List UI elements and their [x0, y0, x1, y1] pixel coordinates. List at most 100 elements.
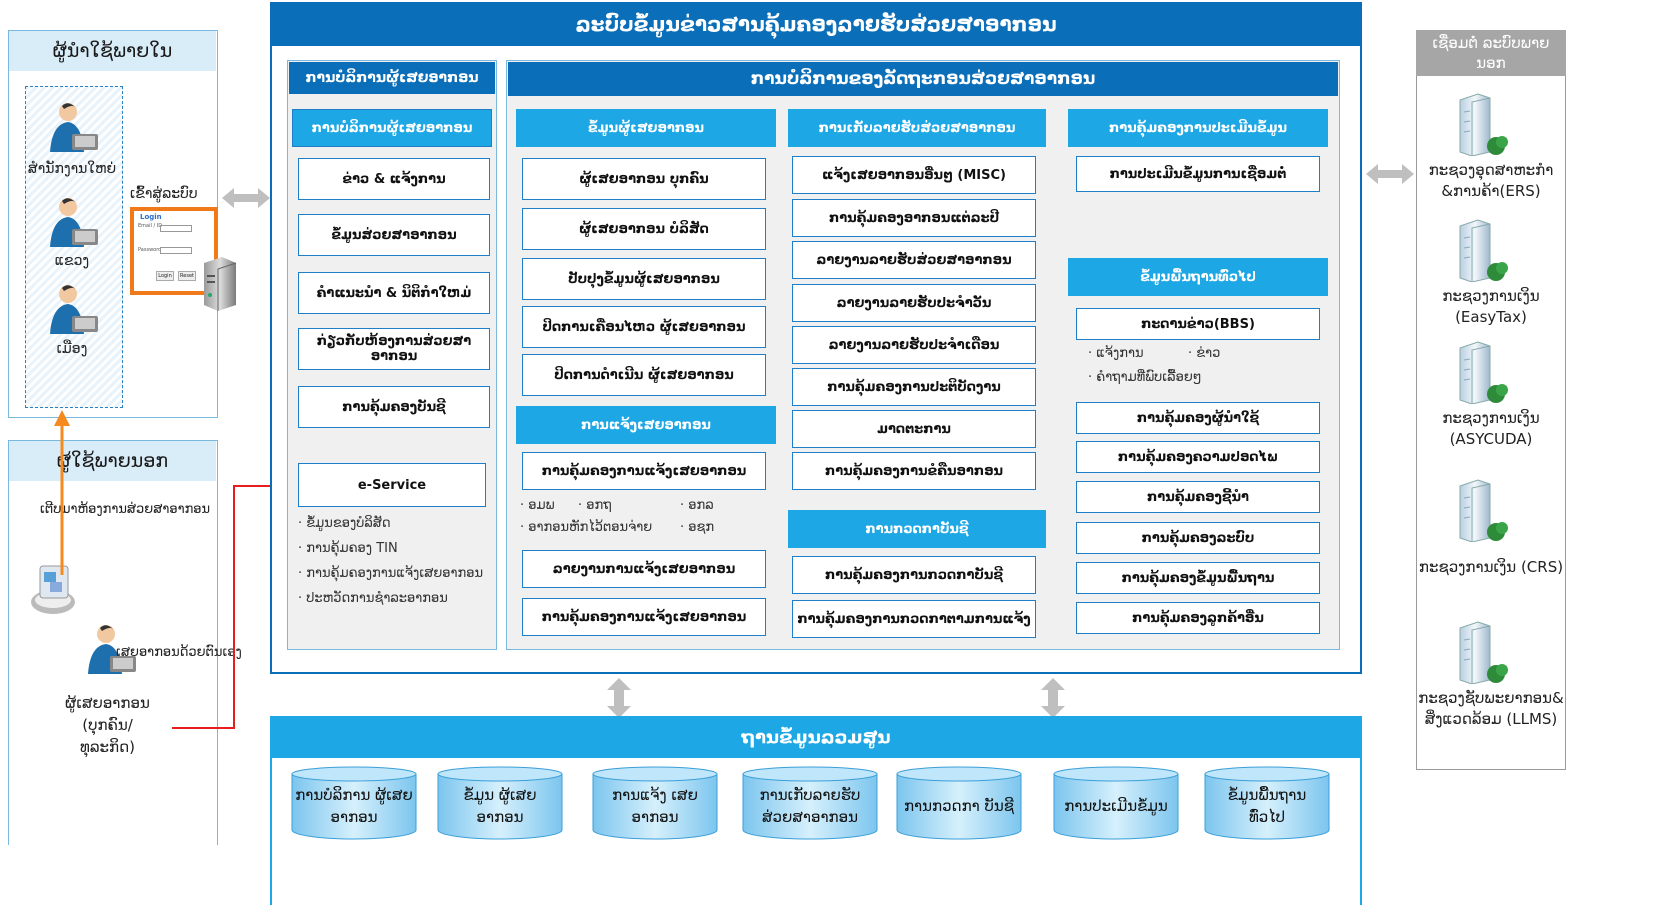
declaration-report-box[interactable]: ລາຍງານການແຈ້ງເສຍອາກອນ	[522, 550, 766, 588]
customer-box[interactable]: ການຄຸ້ມຄອງລູກຄ້າອື່ນ	[1076, 602, 1320, 634]
bbs-note: · ຄຳຖາມທີ່ພົບເລື້ອຍໆ	[1088, 370, 1202, 385]
revenue-report-box[interactable]: ລາຍງານລາຍຮັບສ່ວຍສາອາກອນ	[792, 241, 1036, 279]
database-cylinder: ການປະເມີນຂໍ້ມູນ	[1053, 766, 1179, 840]
eservice-item: · ປະຫວັດການຊຳລະອາກອນ	[298, 591, 448, 606]
declaration-management-box-2[interactable]: ການຄຸ້ມຄອງການແຈ້ງເສຍອາກອນ	[522, 598, 766, 636]
declaration-note-label: ອາກອນຫັກໄວ້ຕອນຈ່າຍ	[528, 520, 653, 535]
about-office-box[interactable]: ກ່ຽວກັບຫ້ອງການສ່ວຍສາອາກອນ	[298, 328, 490, 370]
declaration-note: · ອມພ	[520, 498, 555, 513]
login-field-label: Password	[138, 247, 162, 253]
declaration-management-box[interactable]: ການຄຸ້ມຄອງການແຈ້ງເສຍອາກອນ	[522, 452, 766, 490]
declaration-note-label: ອກລ	[688, 498, 714, 513]
link-arrow	[222, 186, 270, 210]
refund-box[interactable]: ການຄຸ້ມຄອງການຂໍຄືນອາກອນ	[792, 452, 1036, 490]
server-icon	[200, 255, 238, 311]
tax-info-box[interactable]: ຂໍ້ມູນສ່ວຍສາອາກອນ	[298, 214, 490, 256]
external-system-label: ກະຊວງອຸດສາຫະກຳ &ການຄ້າ(ERS)	[1428, 161, 1554, 200]
monthly-report-box[interactable]: ລາຍງານລາຍຮັບປະຈຳເດືອນ	[792, 326, 1036, 364]
link-arrow	[1040, 678, 1066, 718]
database-cylinder-label: ການແຈ້ງ ເສຍອາກອນ	[612, 786, 698, 826]
declaration-note: · ອຊກ	[680, 520, 715, 535]
database-cylinder-label: ຂໍ້ມູນ ຜູ້ເສຍອາກອນ	[463, 786, 537, 826]
external-users-title: ຜູ້ໃຊ້ພາຍນອກ	[9, 441, 216, 481]
external-system-label: ກະຊວງການເງິນ (EasyTax)	[1442, 287, 1540, 326]
connection-assessment-box[interactable]: ການປະເມີນຂໍ້ມູນການເຊື່ອມຕໍ່	[1076, 156, 1320, 192]
taxpayer-info-header: ຂໍ້ມູນຜູ້ເສຍອາກອນ	[516, 109, 776, 147]
reset-button[interactable]: Reset	[178, 271, 196, 281]
system-management-box[interactable]: ການຄຸ້ມຄອງລະບົບ	[1076, 522, 1320, 554]
login-id-field[interactable]	[160, 225, 192, 232]
company-taxpayer-box[interactable]: ຜູ້ເສຍອາກອນ ບໍລິສັດ	[522, 208, 766, 250]
account-management-box[interactable]: ການຄຸ້ມຄອງບັນຊີ	[298, 386, 490, 428]
declaration-note-label: ອກຖ	[586, 498, 612, 513]
news-box[interactable]: ຂ່າວ & ແຈ້ງການ	[298, 158, 490, 200]
bbs-note: · ຂ່າວ	[1188, 346, 1221, 361]
database-cylinder: ຂໍ້ມູນພື້ນຖານ ທົ່ວໄປ	[1204, 766, 1330, 840]
update-taxpayer-box[interactable]: ປັບປຸງຂໍ້ມູນຜູ້ເສຍອາກອນ	[522, 258, 766, 300]
taxpayer-service-box[interactable]: ການບໍລິການຜູ້ເສຍອາກອນ	[292, 109, 492, 147]
eservice-item: · ການຄຸ້ມຄອງ TIN	[298, 541, 398, 556]
suspend-taxpayer-box[interactable]: ປິດການເຄື່ອນໄຫວ ຜູ້ເສຍອາກອນ	[522, 306, 766, 348]
database-cylinder-label: ການກວດກາ ບັນຊີ	[903, 797, 1015, 815]
login-password-field[interactable]	[160, 247, 192, 254]
eservice-item-label: ການຄຸ້ມຄອງ TIN	[306, 541, 398, 556]
login-button[interactable]: Login	[156, 271, 174, 281]
database-cylinder: ການແຈ້ງ ເສຍອາກອນ	[592, 766, 718, 840]
annual-tax-box[interactable]: ການຄຸ້ມຄອງອາກອນແຕ່ລະປີ	[792, 199, 1036, 237]
close-taxpayer-box[interactable]: ປິດການດຳເນີນ ຜູ້ເສຍອາກອນ	[522, 354, 766, 396]
building-icon	[1456, 478, 1512, 543]
internal-users-title: ຜູ້ນຳໃຊ້ພາຍໃນ	[9, 31, 216, 71]
login-form-icon[interactable]: Login Email / ID Password Login Reset	[130, 207, 218, 295]
external-systems-title: ເຊື່ອມຕໍ່ ລະບົບພາຍນອກ	[1416, 30, 1566, 76]
misc-declaration-box[interactable]: ແຈ້ງເສຍອາກອນອື່ນໆ (MISC)	[792, 156, 1036, 194]
flow-arrow	[52, 410, 72, 575]
eservice-item-label: ຂໍ້ມູນຂອງບໍລິສັດ	[306, 516, 391, 531]
audit-declaration-box[interactable]: ການຄຸ້ມຄອງການກວດກາຕາມການແຈ້ງ	[792, 600, 1036, 638]
guidance-management-box[interactable]: ການຄຸ້ມຄອງຊີ້ນຳ	[1076, 481, 1320, 513]
internal-user-province: ແຂວງ	[54, 253, 90, 269]
measures-box[interactable]: ມາດຕະການ	[792, 410, 1036, 448]
database-title: ຖານຂໍ້ມູນລວມສູນ	[270, 716, 1362, 758]
eservice-box[interactable]: e-Service	[298, 463, 486, 507]
assessment-header: ການຄຸ້ມຄອງການປະເມີນຂໍ້ມູນ	[1068, 109, 1328, 147]
individual-taxpayer-box[interactable]: ຜູ້ເສຍອາກອນ ບຸກຄົນ	[522, 158, 766, 200]
eservice-item: · ການຄຸ້ມຄອງການແຈ້ງເສຍອາກອນ	[298, 566, 484, 581]
database-cylinder: ການເກັບລາຍຮັບ ສ່ວຍສາອາກອນ	[742, 766, 878, 840]
main-system-title: ລະບົບຂໍ້ມູນຂ່າວສານຄຸ້ມຄອງລາຍຮັບສ່ວຍສາອາກ…	[270, 2, 1362, 46]
database-cylinder-label: ການເກັບລາຍຮັບ ສ່ວຍສາອາກອນ	[759, 786, 861, 826]
eservice-item-label: ການຄຸ້ມຄອງການແຈ້ງເສຍອາກອນ	[306, 566, 484, 581]
bbs-note-label: ຄຳຖາມທີ່ພົບເລື້ອຍໆ	[1096, 370, 1202, 385]
operations-box[interactable]: ການຄຸ້ມຄອງການປະຕິບັດງານ	[792, 368, 1036, 406]
guidance-box[interactable]: ຄຳແນະນຳ & ນິຕິກຳໃຫມ່	[298, 272, 490, 314]
database-cylinder: ການກວດກາ ບັນຊີ	[896, 766, 1022, 840]
building-icon	[1456, 340, 1512, 405]
database-cylinder: ຂໍ້ມູນ ຜູ້ເສຍອາກອນ	[437, 766, 563, 840]
login-field-label: Email / ID	[138, 223, 163, 229]
external-system-label: ກະຊວງການເງິນ (CRS)	[1418, 557, 1564, 576]
self-tax-label: ເສຍອາກອນດ້ວຍຕົນເອງ	[116, 645, 242, 660]
daily-report-box[interactable]: ລາຍງານລາຍຮັບປະຈຳວັນ	[792, 284, 1036, 322]
general-info-header: ຂໍ້ມູນພື້ນຖານທົ່ວໄປ	[1068, 258, 1328, 296]
database-cylinder: ການບໍລິການ ຜູ້ເສຍອາກອນ	[291, 766, 417, 840]
bbs-box[interactable]: ກະດານຂ່າວ(BBS)	[1076, 308, 1320, 340]
audit-management-box[interactable]: ການຄຸ້ມຄອງການກວດກາບັນຊີ	[792, 556, 1036, 594]
security-box[interactable]: ການຄຸ້ມຄອງຄວາມປອດໄພ	[1076, 441, 1320, 473]
tax-declaration-header: ການແຈ້ງເສຍອາກອນ	[516, 406, 776, 444]
external-system-label: ກະຊວງຊັບພະຍາກອນ& ສິ່ງແວດລ້ອມ (LLMS)	[1418, 689, 1564, 728]
external-users-panel: ຜູ້ໃຊ້ພາຍນອກ	[8, 440, 218, 845]
link-arrow	[1366, 162, 1414, 186]
revenue-collection-header: ການເກັບລາຍຮັບສ່ວຍສາອາກອນ	[788, 109, 1046, 147]
building-icon	[1456, 218, 1512, 283]
base-data-box[interactable]: ການຄຸ້ມຄອງຂໍ້ມູນພື້ນຖານ	[1076, 562, 1320, 594]
bbs-note-label: ຂ່າວ	[1196, 346, 1221, 361]
declaration-note: · ອກຖ	[578, 498, 612, 513]
person-at-laptop-icon	[42, 100, 102, 156]
building-icon	[1456, 620, 1512, 685]
contact-office-label: ເຕີບມາຫ້ອງການສ່ວຍສາອາກອນ	[40, 502, 211, 517]
declaration-note-label: ອຊກ	[688, 520, 715, 535]
declaration-note: · ອາກອນຫັກໄວ້ຕອນຈ່າຍ	[520, 520, 653, 535]
internal-user-hq: ສຳນັກງານໃຫຍ່	[27, 161, 117, 177]
external-system-label: ກະຊວງການເງິນ (ASYCUDA)	[1442, 409, 1540, 448]
user-management-box[interactable]: ການຄຸ້ມຄອງຜູ້ນຳໃຊ້	[1076, 402, 1320, 434]
person-at-laptop-icon	[80, 622, 140, 678]
